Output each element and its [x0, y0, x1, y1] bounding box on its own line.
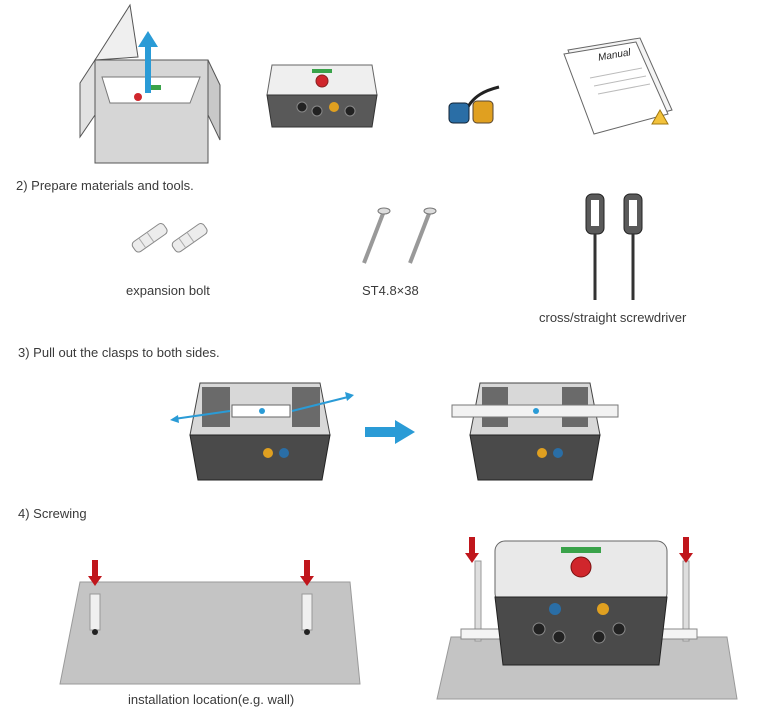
device-on-wall-illustration: [436, 537, 738, 702]
screwdriver-illustration: [578, 192, 648, 304]
step-4-heading: 4) Screwing: [18, 506, 87, 521]
screw-caption: ST4.8×38: [362, 283, 419, 298]
open-box-illustration: [79, 3, 221, 170]
installation-location-caption: installation location(e.g. wall): [128, 692, 295, 707]
manual-illustration: Manual: [560, 37, 680, 138]
step-3-heading: 3) Pull out the clasps to both sides.: [18, 345, 220, 360]
inverter-device-illustration: [262, 55, 382, 135]
expansion-bolt-illustration: [130, 210, 215, 265]
arrow-right-icon: [365, 420, 415, 444]
screw-illustration: [358, 207, 438, 267]
wall-plate-illustration: [59, 560, 361, 690]
device-clasps-open-illustration: [450, 375, 620, 490]
expansion-bolt-caption: expansion bolt: [126, 283, 210, 298]
device-clasps-closed-illustration: [170, 375, 355, 490]
step-2-heading: 2) Prepare materials and tools.: [16, 178, 194, 193]
screwdriver-caption: cross/straight screwdriver: [539, 310, 687, 325]
connector-cable-illustration: [447, 85, 502, 130]
